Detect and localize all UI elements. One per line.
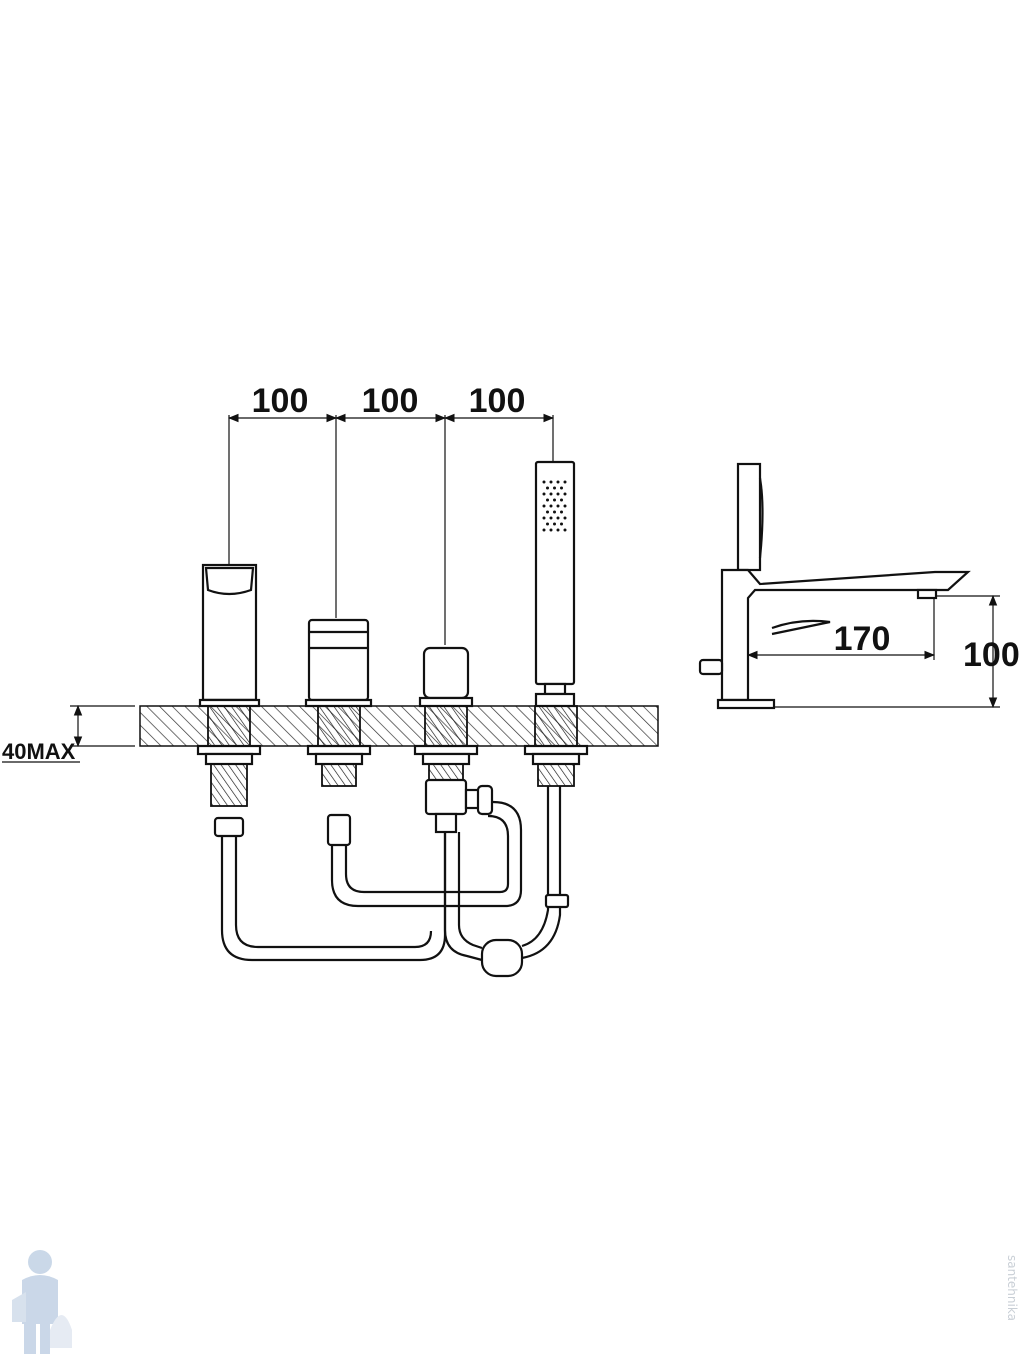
nozzle-dot <box>563 516 567 520</box>
nozzle-dot <box>556 528 560 532</box>
nozzle-dot <box>563 492 567 496</box>
nozzle-dot <box>560 522 563 526</box>
side-watermark-text: santehnika <box>1005 1255 1019 1321</box>
nozzle-dot <box>556 516 560 520</box>
nozzle-dot <box>549 516 553 520</box>
height-label: 100 <box>963 636 1020 674</box>
spout-shank <box>196 705 262 838</box>
nozzle-dot <box>560 510 563 514</box>
nozzle-dot <box>549 492 553 496</box>
nozzle-dot <box>542 528 546 532</box>
nozzle-dot <box>542 492 546 496</box>
nozzle-dot <box>549 504 553 508</box>
dim-label-mixer-to-diverter: 100 <box>362 382 419 420</box>
reach-label: 170 <box>834 620 891 658</box>
spacing-dimensions: 100 100 100 <box>227 382 555 645</box>
bath-spout <box>198 563 261 708</box>
front-view: 100 100 100 40MAX <box>2 382 659 978</box>
nozzle-dot <box>553 522 556 526</box>
nozzle-dot <box>553 486 556 490</box>
supply-hoses <box>220 786 570 978</box>
nozzle-dot <box>553 498 556 502</box>
nozzle-dot <box>549 480 553 484</box>
nozzle-dot <box>563 528 567 532</box>
deck-thickness-label: 40MAX <box>2 739 76 764</box>
nozzle-dot <box>560 498 563 502</box>
nozzle-dot <box>546 510 549 514</box>
nozzle-dot <box>556 504 560 508</box>
diverter-knob <box>418 646 474 708</box>
mixer-handle <box>304 618 373 708</box>
nozzle-dot <box>553 510 556 514</box>
side-view: 170 100 <box>698 462 1020 710</box>
nozzle-dot <box>560 486 563 490</box>
nozzle-dot <box>546 498 549 502</box>
nozzle-dot <box>556 480 560 484</box>
diverter-shank <box>413 705 494 834</box>
nozzle-dot <box>563 480 567 484</box>
dim-label-spout-to-mixer: 100 <box>252 382 309 420</box>
nozzle-dot <box>549 528 553 532</box>
nozzle-dot <box>542 480 546 484</box>
deck-thickness-dimension: 40MAX <box>2 704 135 764</box>
nozzle-dot <box>563 504 567 508</box>
hand-shower-shank <box>523 705 589 787</box>
nozzle-dot <box>546 522 549 526</box>
plumber-logo-icon <box>12 1250 72 1354</box>
nozzle-dot <box>542 516 546 520</box>
mixer-shank <box>306 705 372 847</box>
nozzle-dot <box>556 492 560 496</box>
dim-label-diverter-to-handshower: 100 <box>469 382 526 420</box>
nozzle-dot <box>542 504 546 508</box>
hand-shower-nozzles <box>542 480 567 532</box>
hand-shower <box>534 460 576 708</box>
nozzle-dot <box>546 486 549 490</box>
